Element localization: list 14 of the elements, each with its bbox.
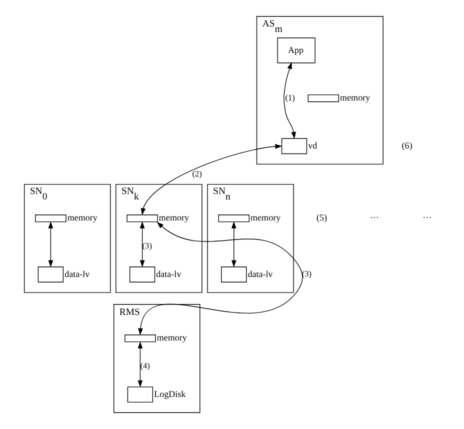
label: (5) (316, 212, 326, 223)
node-label: memory (158, 212, 188, 223)
node-label: vd (308, 140, 317, 151)
node-label: data-lv (156, 268, 181, 279)
label: ··· (369, 212, 378, 223)
node-label: memory (340, 92, 370, 103)
label: ··· (422, 212, 432, 223)
node-label: memory (250, 212, 280, 223)
node-label: memory (66, 212, 97, 223)
node-label: data-lv (247, 268, 272, 279)
node-label: data-lv (64, 268, 90, 279)
label: (6) (401, 140, 412, 151)
node-label: LogDisk (154, 388, 186, 399)
node-label: memory (156, 332, 186, 343)
